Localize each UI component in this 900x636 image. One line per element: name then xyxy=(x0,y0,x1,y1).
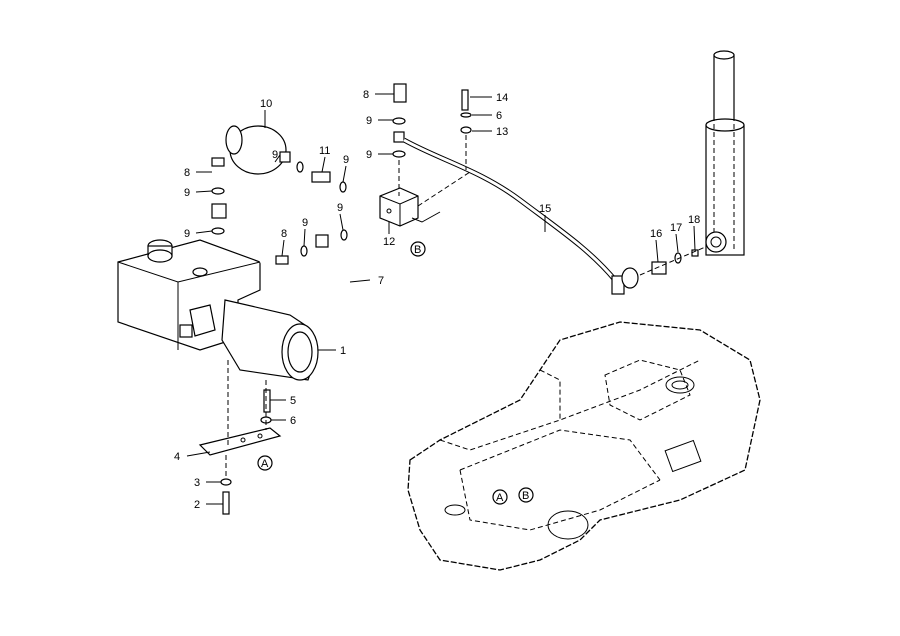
accumulator xyxy=(225,125,291,175)
callout-9: 9 xyxy=(272,149,278,161)
callout-9: 9 xyxy=(184,187,190,199)
valve-block xyxy=(379,83,471,227)
callout-3: 3 xyxy=(194,477,200,489)
callout-labels: 10 8 14 6 13 9 9 11 9 9 8 9 9 9 9 8 12 1… xyxy=(174,89,700,511)
callout-8: 8 xyxy=(363,89,369,101)
callout-9: 9 xyxy=(184,228,190,240)
callout-15: 15 xyxy=(539,203,551,215)
callout-9: 9 xyxy=(343,154,349,166)
callout-4: 4 xyxy=(174,451,180,463)
callout-9: 9 xyxy=(337,202,343,214)
hydraulic-cylinder xyxy=(705,50,745,256)
reference-a: A xyxy=(261,458,269,470)
callout-2: 2 xyxy=(194,499,200,511)
callout-16: 16 xyxy=(650,228,662,240)
reference-a-frame: A xyxy=(496,492,504,504)
reference-markers: B A A B xyxy=(257,241,534,505)
callout-9: 9 xyxy=(366,149,372,161)
machine-frame xyxy=(407,321,761,571)
callout-14: 14 xyxy=(496,92,508,104)
callout-7: 7 xyxy=(378,275,384,287)
fitting xyxy=(296,161,347,193)
callout-13: 13 xyxy=(496,126,508,138)
hose xyxy=(211,157,354,285)
callout-18: 18 xyxy=(688,214,700,226)
callout-6: 6 xyxy=(290,415,296,427)
callout-8: 8 xyxy=(281,228,287,240)
callout-9: 9 xyxy=(302,217,308,229)
callout-6: 6 xyxy=(496,110,502,122)
callout-10: 10 xyxy=(260,98,272,110)
callout-12: 12 xyxy=(383,236,395,248)
callout-11: 11 xyxy=(319,145,330,157)
reference-b: B xyxy=(414,244,421,256)
mounting-bracket xyxy=(198,360,282,515)
callout-9: 9 xyxy=(366,115,372,127)
reference-b-frame: B xyxy=(522,490,529,502)
hose-long xyxy=(402,89,639,295)
cylinder-fittings xyxy=(639,244,711,276)
callout-1: 1 xyxy=(340,345,346,357)
leader-lines xyxy=(186,93,696,505)
callout-5: 5 xyxy=(290,395,296,407)
hydraulic-pump-unit xyxy=(117,239,319,381)
callout-17: 17 xyxy=(670,222,682,234)
callout-8: 8 xyxy=(184,167,190,179)
